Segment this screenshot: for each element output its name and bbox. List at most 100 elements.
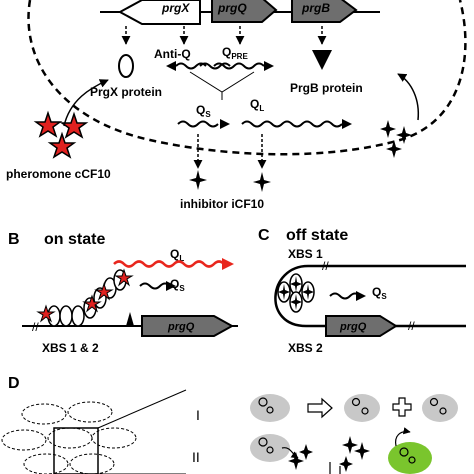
- star-icon: [47, 131, 77, 159]
- sparkle-icon: [299, 444, 313, 460]
- ql-rna-a: [241, 120, 343, 128]
- ql-head-b: [222, 258, 234, 270]
- gene-prgq-label: prgQ: [217, 1, 247, 15]
- dashed-cell: [69, 453, 115, 474]
- qs-head-a: [220, 119, 230, 129]
- sparkle-icon: [278, 284, 290, 300]
- ql-label-a: QL: [250, 97, 264, 113]
- gene-prgb-label: prgB: [301, 1, 330, 15]
- anti-q-rna: [199, 62, 231, 70]
- anti-q-wave: [175, 62, 207, 70]
- prgx-complex-c: [277, 273, 315, 313]
- ql-rna-b: [113, 260, 225, 268]
- plasmid-icon: [408, 456, 416, 464]
- gene-prgx-label: prgX: [161, 1, 190, 15]
- row-i-label: I: [196, 407, 200, 423]
- gene-prgq-b: [141, 315, 235, 337]
- plasmid-icon: [429, 397, 439, 407]
- plasmid-icon: [361, 407, 369, 415]
- inhibitor-flow-line: [329, 462, 341, 474]
- gene-prgb: [291, 0, 358, 23]
- panel-d: D I II: [1, 375, 458, 474]
- cell-cluster: [1, 401, 137, 474]
- sparkle-icon: [380, 120, 396, 138]
- gene-prgq: [211, 0, 278, 23]
- qs-rna-c: [329, 292, 361, 300]
- q-pre-rna: [213, 62, 265, 70]
- prgb-protein-shape: [312, 50, 332, 70]
- gene-prgx: [117, 0, 201, 25]
- star-icon: [59, 111, 89, 139]
- plasmid-icon: [266, 406, 274, 414]
- plasmid-icon: [258, 437, 268, 447]
- xbs1-label: XBS 1: [288, 247, 323, 261]
- dna-loop-c: [274, 264, 466, 328]
- sparkle-icon: [386, 140, 402, 158]
- sparkle-icon: [288, 452, 304, 470]
- qs-head-c: [356, 291, 366, 301]
- sparkle-icon: [339, 456, 353, 472]
- cell-grey: [250, 434, 290, 462]
- division-arrow-icon: [307, 397, 333, 419]
- xbs-label-b: XBS 1 & 2: [42, 341, 99, 355]
- sparkle-icon: [396, 126, 412, 144]
- cell-membrane: [27, 0, 467, 156]
- anti-q-label: Anti-Q: [154, 47, 191, 61]
- extracellular-inhibitor: [380, 120, 412, 158]
- row-ii-label: II: [192, 449, 200, 465]
- ql-head-a: [342, 119, 352, 129]
- star-icon: [33, 110, 63, 138]
- q-pre-head: [264, 61, 274, 71]
- plasmid-icon: [439, 407, 447, 415]
- panel-c-title: off state: [286, 227, 348, 244]
- panel-d-letter: D: [8, 375, 20, 392]
- dashed-cell: [23, 453, 69, 474]
- inhibitor-label: inhibitor iCF10: [180, 197, 264, 211]
- qs-head-b: [166, 281, 176, 291]
- inhibitor-sparkle-2: [253, 172, 271, 192]
- gene-prgq-c: [325, 315, 398, 337]
- cell-grey: [250, 394, 290, 422]
- panel-b: B on state QL QS // //: [8, 231, 238, 355]
- dashed-cell: [67, 401, 113, 423]
- merge-lines: [189, 71, 255, 100]
- dashed-cell: [91, 427, 137, 449]
- pheromone-stars-b: [36, 268, 134, 323]
- row-ii-cells: [250, 427, 432, 474]
- qs-label-c: QS: [372, 285, 387, 301]
- star-icon: [94, 282, 114, 301]
- sparkle-icon: [354, 442, 370, 460]
- xbs2-label: XBS 2: [288, 341, 323, 355]
- inhibitor-uptake-arrow: [397, 73, 420, 121]
- prgx-oval: [59, 305, 73, 327]
- panel-b-title: on state: [44, 231, 105, 248]
- pheromone-uptake-arrow: [63, 79, 109, 127]
- prgb-protein-label: PrgB protein: [290, 81, 363, 95]
- dashed-cell: [1, 429, 47, 451]
- sparkle-icon: [290, 276, 302, 292]
- star-icon: [114, 268, 134, 287]
- qs-rna-a: [177, 120, 219, 128]
- prgx-protein-label: PrgX protein: [90, 85, 162, 99]
- prgx-protein-shape: [118, 54, 134, 78]
- prgx-complex-b: [47, 269, 127, 327]
- panel-c: C off state // // XBS 1 XBS 2 QS prgQ: [258, 227, 466, 355]
- pheromone-stars: [33, 110, 89, 159]
- gene-prgq-b-label: prgQ: [167, 321, 195, 333]
- sparkle-icon: [302, 284, 314, 300]
- plasmid-icon: [351, 397, 361, 407]
- panel-c-letter: C: [258, 227, 270, 244]
- panel-b-letter: B: [8, 231, 20, 248]
- break-mark-bottom-c: //: [408, 319, 415, 333]
- cell-grey: [344, 394, 380, 422]
- gene-prgq-c-label: prgQ: [339, 321, 367, 333]
- pheromone-label: pheromone cCF10: [6, 167, 111, 181]
- qs-rna-b: [139, 282, 171, 290]
- break-mark-left-b: //: [32, 320, 39, 334]
- sparkle-icon: [342, 436, 358, 454]
- plus-icon: [392, 397, 412, 417]
- sparkle-icon: [290, 294, 302, 310]
- q-pre-label: QPRE: [222, 45, 248, 61]
- break-mark-top-c: //: [322, 259, 329, 273]
